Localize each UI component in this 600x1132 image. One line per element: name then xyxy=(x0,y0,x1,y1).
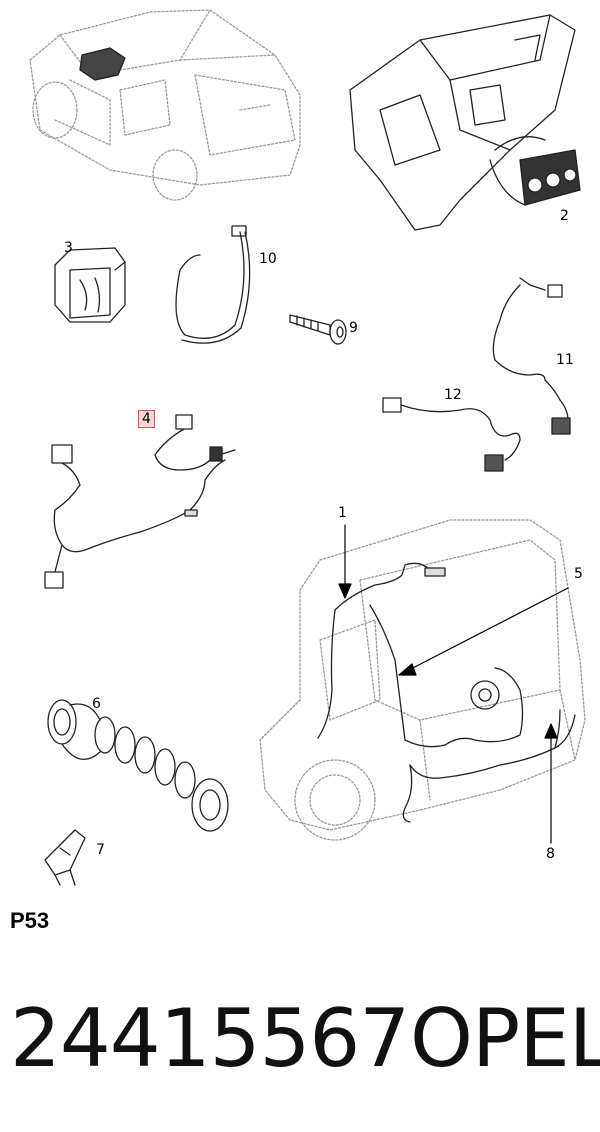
page-code: P53 xyxy=(10,908,50,933)
callout-6: 6 xyxy=(92,696,101,712)
callout-7: 7 xyxy=(96,842,105,858)
clip-illustration xyxy=(44,829,86,886)
brand-name: OPEL xyxy=(410,992,600,1085)
part-number: 24415567 xyxy=(10,992,410,1085)
callout-12: 12 xyxy=(444,387,462,403)
callout-9: 9 xyxy=(349,320,358,336)
car-interior-part xyxy=(79,47,126,81)
connector-block-illustration xyxy=(54,247,126,323)
callout-leaders xyxy=(338,524,569,844)
bellows-grommet-illustration xyxy=(47,699,229,832)
harness-4-illustration xyxy=(44,414,236,589)
harness-11-illustration xyxy=(492,277,571,435)
callout-1: 1 xyxy=(338,505,347,521)
callout-5: 5 xyxy=(574,566,583,582)
callout-11: 11 xyxy=(556,352,574,368)
car-top-view-illustration xyxy=(29,9,301,201)
callout-2: 2 xyxy=(560,208,569,224)
callout-10: 10 xyxy=(259,251,277,267)
rear-car-outline xyxy=(259,519,586,841)
harness-12-illustration xyxy=(382,397,521,472)
rear-harness-illustration xyxy=(317,562,576,823)
cable-tie-illustration xyxy=(175,225,251,344)
hvac-housing-illustration xyxy=(349,14,581,231)
callout-3: 3 xyxy=(64,240,73,256)
callout-4-highlighted[interactable]: 4 xyxy=(138,410,155,428)
screw-illustration xyxy=(289,314,347,345)
callout-8: 8 xyxy=(546,846,555,862)
